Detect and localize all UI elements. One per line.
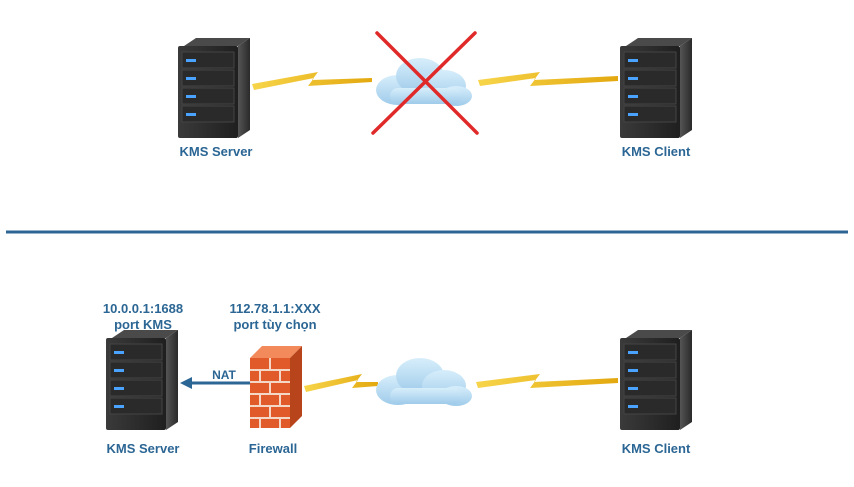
lightning-link-icon [252,72,372,90]
top-server-label: KMS Server [179,144,253,159]
server-port-label: port KMS [114,317,172,332]
lightning-link-icon [304,374,378,392]
lightning-link-icon [476,374,618,388]
nat-label: NAT [212,368,236,382]
firewall-port-label: port tùy chọn [233,317,317,332]
server-tower-icon [619,37,693,139]
server-address-label: 10.0.0.1:1688 [102,301,184,316]
server-tower-icon [177,37,251,139]
firewall-address-label: 112.78.1.1:XXX [229,301,321,316]
red-x-icon [371,31,479,135]
server-tower-icon [105,329,179,431]
top-scenario [177,31,693,139]
top-client-label: KMS Client [621,144,691,159]
bottom-scenario [105,329,693,431]
lightning-link-icon [478,72,618,86]
bottom-server-label: KMS Server [106,441,180,456]
nat-arrow [180,377,250,389]
brick-wall-icon [249,345,303,429]
server-tower-icon [619,329,693,431]
cloud-icon [376,358,472,406]
bottom-client-label: KMS Client [621,441,691,456]
firewall-label: Firewall [248,441,298,456]
